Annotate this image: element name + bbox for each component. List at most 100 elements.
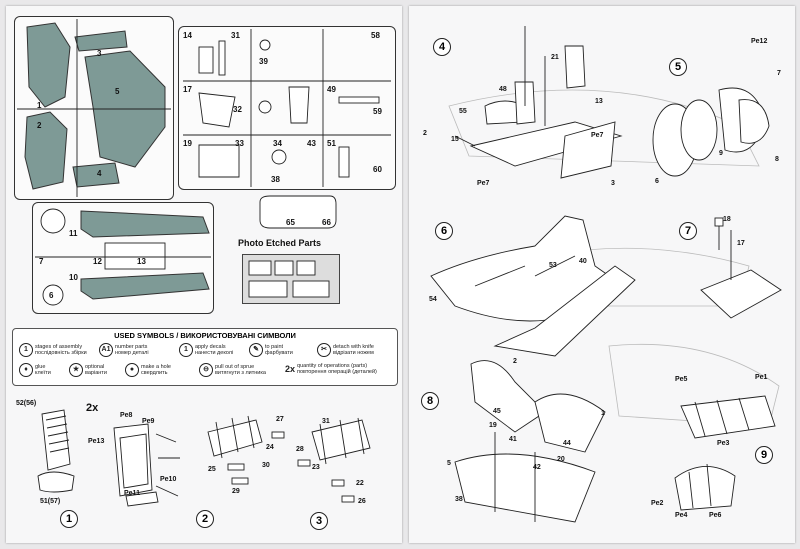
assembly-step-5: 5 Pe12 7 9 6 8 — [635, 30, 791, 190]
legend-text: number parts номер деталі — [115, 344, 149, 356]
legend-text: make a hole свердлить — [141, 364, 171, 376]
legend-text: quantity of operations (parts) повторенн… — [297, 363, 377, 375]
part-label: 31 — [322, 418, 330, 425]
part-label: 38 — [271, 175, 280, 184]
part-label: 65 — [286, 218, 295, 227]
quantity-icon: 2x — [285, 364, 296, 374]
part-label: 28 — [296, 446, 304, 453]
sprue-c-drawing — [35, 208, 211, 306]
legend-text: glue клеїти — [35, 364, 51, 376]
step-number-icon: 1 — [19, 343, 33, 357]
part-label: Pe8 — [120, 412, 133, 419]
legend-text: pull out of sprue витягнути з литника — [215, 364, 266, 376]
part-label: 19 — [183, 139, 192, 148]
photo-etched-drawing — [248, 260, 330, 298]
legend-text: apply decals нанести деколі — [195, 344, 234, 356]
part-label: 32 — [233, 105, 242, 114]
part-label: Pe9 — [142, 418, 155, 425]
assembly-step-7: 7 18 17 — [671, 210, 791, 330]
part-label: 13 — [595, 98, 603, 105]
legend-item: ★optional варіанти — [69, 363, 107, 377]
sprue-b-drawing — [183, 29, 391, 187]
sprue-c-fuselage: 11 7 12 13 10 6 — [32, 202, 214, 314]
legend-item: ●make a hole свердлить — [125, 363, 171, 377]
part-label: 15 — [451, 136, 459, 143]
legend-item: ♦glue клеїти — [19, 363, 51, 377]
part-label: 51(57) — [40, 498, 61, 505]
part-label: 13 — [137, 257, 146, 266]
quantity-label: 2x — [86, 402, 99, 414]
legend-text: to paint фарбувати — [265, 344, 293, 356]
part-label: 43 — [307, 139, 316, 148]
part-label: 27 — [276, 416, 284, 423]
part-label: 20 — [557, 456, 565, 463]
step-number-badge: 7 — [679, 222, 697, 240]
legend-item: ⊖pull out of sprue витягнути з литника — [199, 363, 266, 377]
part-label: 5 — [115, 87, 120, 96]
part-label: 59 — [373, 107, 382, 116]
part-label: 52(56) — [16, 400, 37, 407]
part-label: 21 — [551, 54, 559, 61]
part-label: Pe4 — [675, 512, 688, 519]
step-number-badge: 6 — [435, 222, 453, 240]
assembly-step-3: 27 24 30 29 25 28 23 31 22 26 3 — [202, 402, 398, 536]
assembly-step-8: 8 2 45 19 41 42 20 44 1 5 38 — [415, 352, 625, 540]
assembly-step-4: 4 21 48 55 13 15 Pe7 Pe7 3 2 — [415, 26, 625, 196]
cockpit-frame-drawing — [207, 415, 371, 503]
part-label: Pe5 — [675, 376, 688, 383]
part-label: 1 — [601, 410, 605, 417]
paint-icon: ✎ — [249, 343, 263, 357]
part-label: 49 — [327, 85, 336, 94]
part-label: 5 — [447, 460, 451, 467]
assembly-step-1: 52(56) 51(57) 1 — [12, 394, 102, 534]
part-label: 55 — [459, 108, 467, 115]
part-label: Pe1 — [755, 374, 768, 381]
wing-assembly-drawing — [454, 360, 606, 523]
part-label: 3 — [97, 49, 102, 58]
pull-out-icon: ⊖ — [199, 363, 213, 377]
step-number-badge: 3 — [310, 512, 328, 530]
part-label: 17 — [183, 85, 192, 94]
part-label: 34 — [273, 139, 282, 148]
part-label: 2 — [37, 121, 42, 130]
canopy-drawing — [259, 195, 337, 229]
step-number-badge: 8 — [421, 392, 439, 410]
step-number-badge: 9 — [755, 446, 773, 464]
instruction-page-right: 4 21 48 55 13 15 Pe7 Pe7 3 2 5 Pe12 7 9 … — [409, 6, 795, 543]
part-label: 33 — [235, 139, 244, 148]
part-label: 58 — [371, 31, 380, 40]
sprue-a-drawing — [17, 19, 171, 197]
part-label: 39 — [259, 57, 268, 66]
part-label: 12 — [93, 257, 102, 266]
photo-etched-fret — [242, 254, 340, 304]
part-label: Pe7 — [477, 180, 490, 187]
part-label: 4 — [97, 169, 102, 178]
canopy-frame-drawing — [674, 395, 776, 511]
part-label: 53 — [549, 262, 557, 269]
part-label: 26 — [358, 498, 366, 505]
part-label: 14 — [183, 31, 192, 40]
part-label: 38 — [455, 496, 463, 503]
photo-etched-title: Photo Etched Parts — [238, 238, 322, 248]
part-label: 31 — [231, 31, 240, 40]
assembly-step-2: 2x Pe8 Pe9 Pe13 Pe10 Pe11 2 — [86, 398, 214, 536]
part-label: 6 — [49, 291, 54, 300]
seat-drawing — [37, 409, 75, 493]
part-label: 44 — [563, 440, 571, 447]
part-label: 25 — [208, 466, 216, 473]
part-label: 2 — [423, 130, 427, 137]
part-label: Pe11 — [124, 490, 140, 497]
part-label: 66 — [322, 218, 331, 227]
part-label: Pe7 — [591, 132, 604, 139]
part-label: 8 — [775, 156, 779, 163]
part-label: Pe10 — [160, 476, 177, 483]
step-number-badge: 4 — [433, 38, 451, 56]
part-label: Pe3 — [717, 440, 730, 447]
canopy-parts: 65 66 — [256, 194, 340, 236]
part-number-icon: A1 — [99, 343, 113, 357]
legend-text: stages of assembly послідовність збірки — [35, 344, 87, 356]
